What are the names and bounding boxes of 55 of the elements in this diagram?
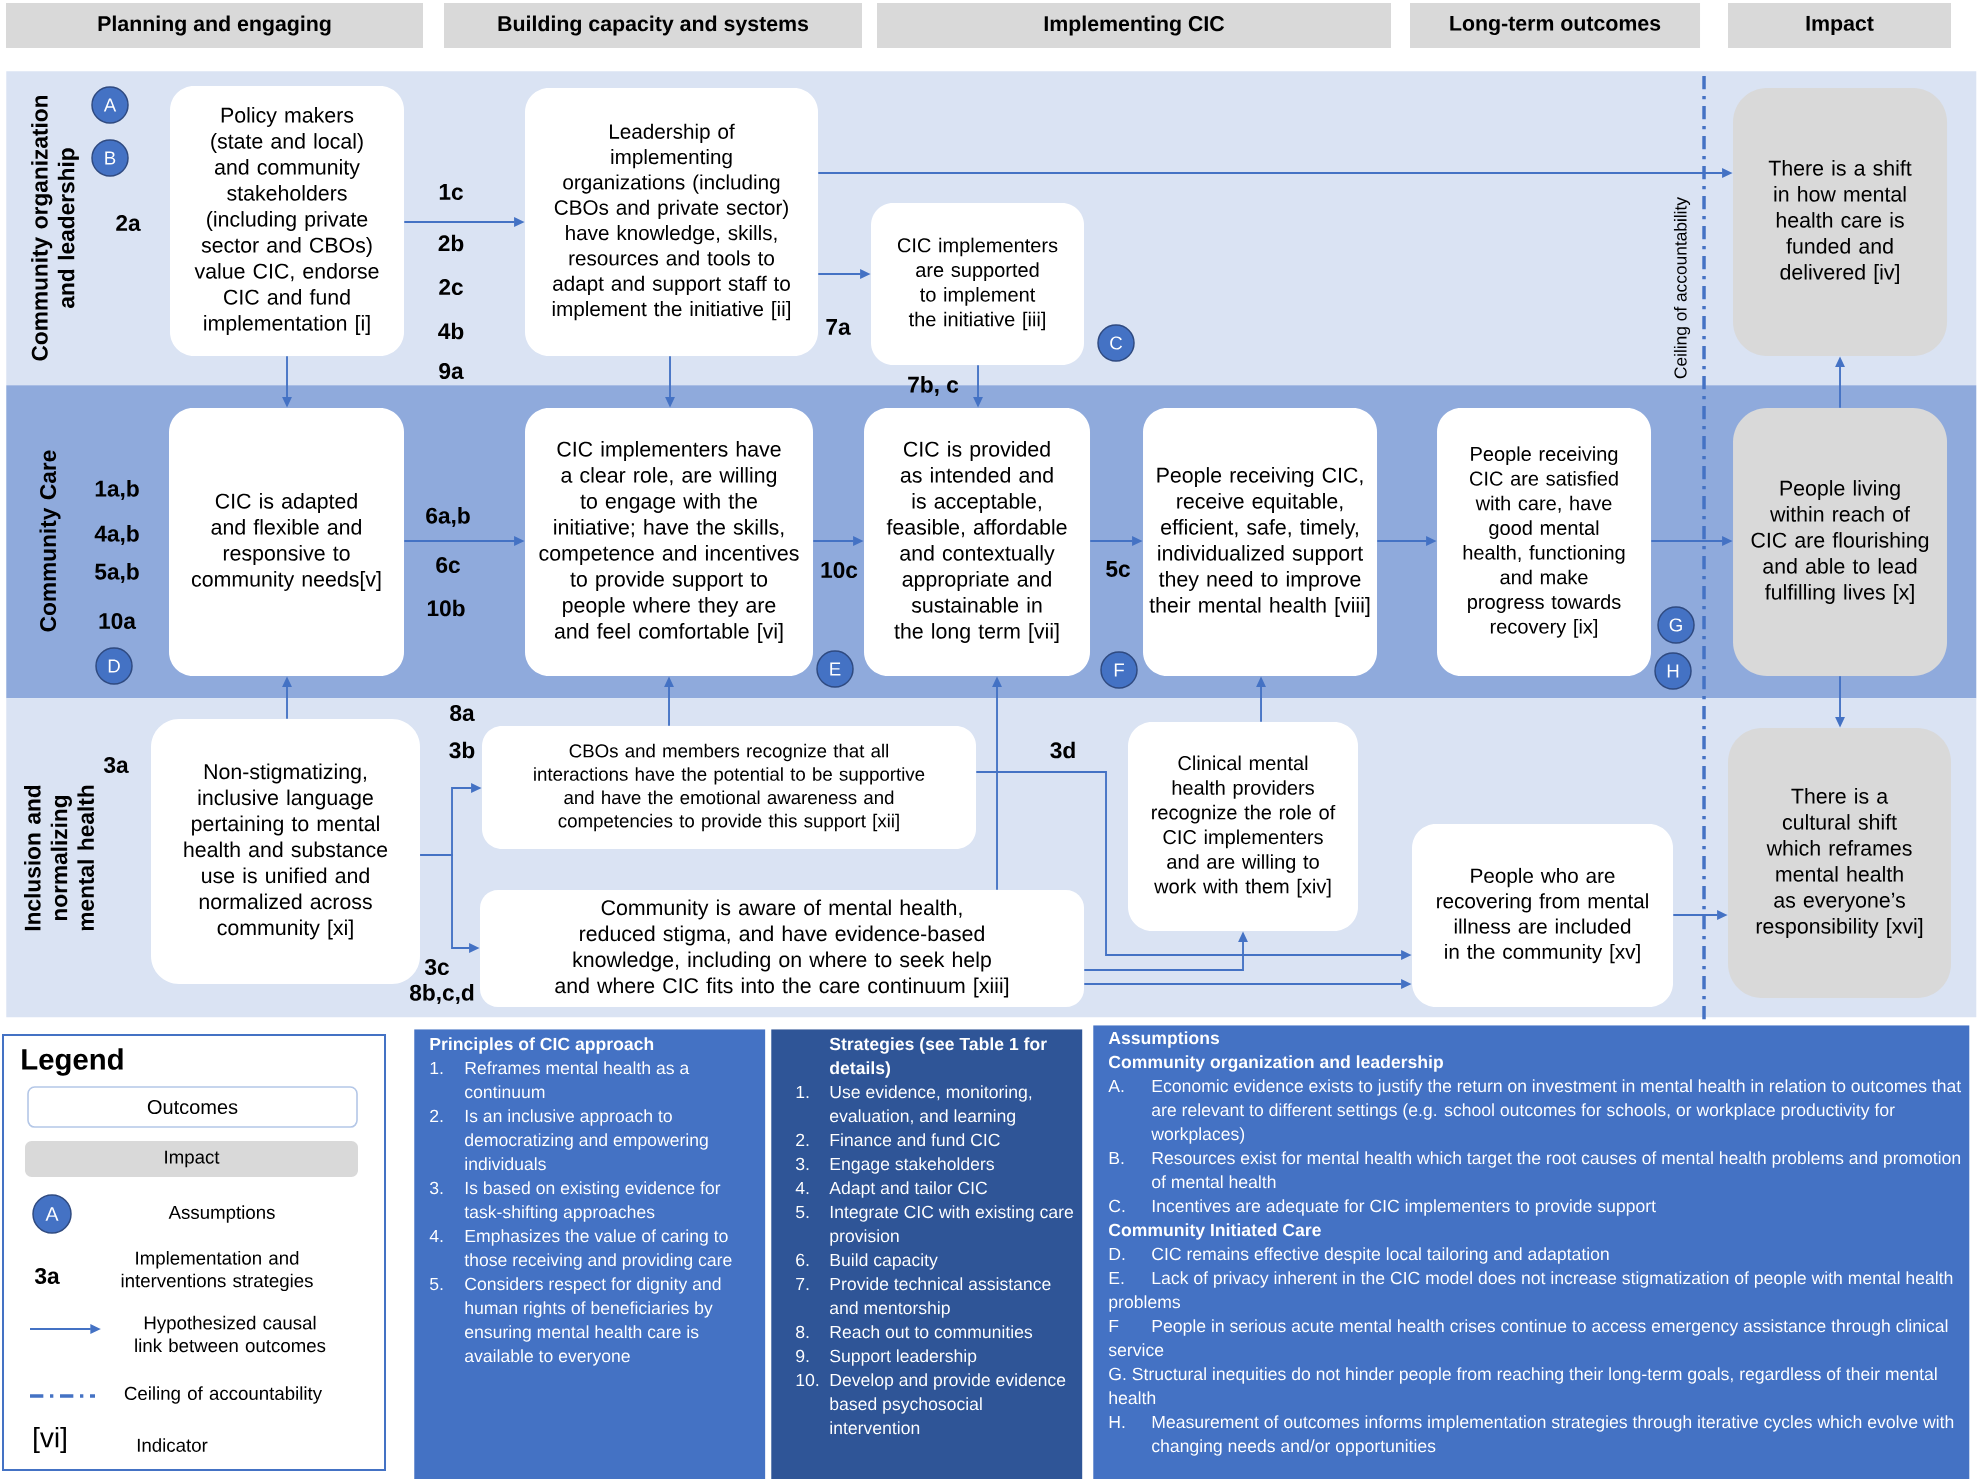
strategy-code: 3c xyxy=(424,958,449,976)
strategy-code: 2a xyxy=(116,215,141,232)
outcome-box: Policy makers (state and local) and community stakeholders (including private sector and CBOs) value CIC, endorse CIC and fund implementation [i] xyxy=(170,86,404,356)
strategy-code: 2c xyxy=(439,279,463,296)
outcome-box: CBOs and members recognize that all interactions have the potential to be supportive and have the emotional awareness and competencies to provide this support [xii] xyxy=(482,726,976,849)
impact-box: There is a shift in how mental health care is funded and delivered [iv] xyxy=(1733,88,1947,356)
strategy-code: 4b xyxy=(438,322,464,340)
info-panel: Strategies (see Table 1 for details) 1. Use evidence, monitoring, evaluation, and learning 2. Finance and fund CIC 3. Engage stakeholders 4. Adapt and tailor CIC 5. Integrate CIC with existing care provision 6. Build capacity 7. Provide technical assistance and mentorship 8. Reach out to communities 9. Support leadership 10. Develop and provide evidence based psychosocial intervention xyxy=(771,1029,1083,1479)
outcome-box: Leadership of implementing organizations (including CBOs and private sector) have knowledge, skills, resources and tools to adapt and support staff to implement the initiative [ii] xyxy=(525,88,818,356)
strategy-code: 2b xyxy=(438,234,464,252)
legend-label: Implementation and interventions strategies xyxy=(121,1251,313,1292)
strategy-code: 10b xyxy=(427,599,465,617)
strategy-code: 10a xyxy=(99,613,137,630)
column-header: Building capacity and systems xyxy=(444,3,862,48)
info-panel: Principles of CIC approach 1. Reframes mental health as a continuum 2. Is an inclusive approach to democratizing and empowering individuals 3. Is based on existing evidence for task-shifting approaches 4. Emphasizes the value of caring to those receiving and providing care 5. Considers respect for dignity and human rights of beneficiaries by ensuring mental health care is available to everyone xyxy=(414,1029,766,1479)
impact-box: There is a cultural shift which reframes mental health as everyone’s responsibility [xvi] xyxy=(1728,728,1951,998)
strategy-code: 3a xyxy=(103,756,129,774)
outcome-box: CIC implementers are supported to implement the initiative [iii] xyxy=(871,203,1084,365)
outcome-box: People who are recovering from mental illness are included in the community [xv] xyxy=(1412,824,1673,1007)
strategy-code: 3b xyxy=(449,741,475,759)
outcome-box: Clinical mental health providers recognize the role of CIC implementers and are willing to work with them [xiv] xyxy=(1128,722,1358,931)
strategy-code: 5c xyxy=(1106,561,1130,577)
strategy-code: 8a xyxy=(450,705,475,722)
column-header: Impact xyxy=(1728,3,1951,48)
legend-label: Ceiling of accountability xyxy=(124,1386,322,1404)
info-panel: Assumptions Community organization and leadership A. Economic evidence exists to justify the return on investment in mental health in relation to outcomes that are relevant to different settings (e.g. school outcomes for schools, or workplace productivity for workplaces) B. Resources exist for mental health which target the root causes of mental health problems and promotion of mental health C. Incentives are adequate for CIC implementers to provide support Community Initiated Care D. CIC remains effective despite local tailoring and adaptation E. Lack of privacy inherent in the CIC model does not increase stigmatization of people with mental health problems F People in serious acute mental health crises continue to access emergency assistance through clinical service G. Structural inequities do not hinder people from reaching their long-term goals, regardless of their mental health H. Measurement of outcomes informs implementation strategies through iterative cycles which evolve with changing needs and/or opportunities xyxy=(1093,1025,1970,1479)
outcome-box: CIC implementers have a clear role, are willing to engage with the initiative; have the skills, competence and incentives to provide support to people where they are and feel comfortable [vi] xyxy=(525,408,813,676)
strategy-code: 3d xyxy=(1050,741,1075,759)
strategy-code: 6a,b xyxy=(426,507,470,527)
outcome-box: CIC is provided as intended and is acceptable, feasible, affordable and contextually appropriate and sustainable in the long term [vii] xyxy=(864,408,1090,676)
indicator-sample: [vi] xyxy=(34,1426,66,1454)
outcome-box: People receiving CIC, receive equitable, efficient, safe, timely, individualized support they need to improve their mental health [viii] xyxy=(1143,408,1377,676)
column-header: Implementing CIC xyxy=(877,3,1391,48)
strategy-code: 3a xyxy=(34,1267,60,1285)
strategy-code: 1a,b xyxy=(95,480,139,500)
outcome-box: Community is aware of mental health, reduced stigma, and have evidence-based knowledge, including on where to seek help and where CIC fits into the care continuum [xiii] xyxy=(480,890,1084,1007)
legend-label: Assumptions xyxy=(168,1205,275,1223)
outcome-box: Non-stigmatizing, inclusive language pertaining to mental health and substance use is unified and normalized across community [xi] xyxy=(151,719,420,984)
column-header: Planning and engaging xyxy=(6,3,423,48)
strategy-code: 6c xyxy=(436,557,460,574)
strategy-code: 7a xyxy=(826,319,851,335)
strategy-code: 10c xyxy=(821,562,858,579)
strategy-code: 1c xyxy=(439,184,463,200)
strategy-code: 5a,b xyxy=(95,563,139,583)
legend-label: Indicator xyxy=(137,1438,208,1452)
impact-box: People living within reach of CIC are flourishing and able to lead fulfilling lives [x] xyxy=(1733,408,1947,676)
outcome-box: CIC is adapted and flexible and responsive to community needs[v] xyxy=(169,408,404,676)
legend-label: Hypothesized causal link between outcomes xyxy=(135,1315,326,1353)
strategy-code: 4a,b xyxy=(94,525,139,545)
legend-title: Legend xyxy=(22,1048,123,1076)
column-header: Long-term outcomes xyxy=(1410,3,1700,48)
strategy-code: 9a xyxy=(439,363,464,380)
strategy-code: 8b,c,d xyxy=(409,984,474,1004)
outcome-box: People receiving CIC are satisfied with care, have good mental health, functioning and make progress towards recovery [ix] xyxy=(1437,408,1651,676)
ceiling-label: Ceiling of accountability xyxy=(1673,197,1691,379)
